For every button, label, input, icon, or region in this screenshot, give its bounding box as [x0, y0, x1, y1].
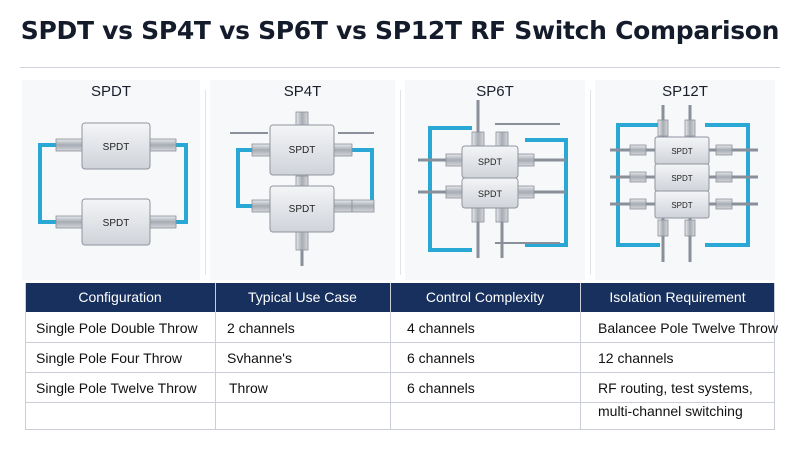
table-cell: Throw [229, 380, 268, 396]
table-cell: 6 channels [407, 350, 475, 366]
connector [445, 185, 463, 199]
table-cell: Svhanne's [227, 350, 292, 366]
table-cell: 4 channels [407, 320, 475, 336]
connector [715, 198, 733, 210]
box-label: SPDT [671, 147, 692, 156]
spdt-diagram: SPDT SPDT [38, 122, 188, 246]
page-title: SPDT vs SP4T vs SP6T vs SP12T RF Switch … [20, 16, 780, 45]
cable [236, 148, 262, 208]
connector [445, 153, 463, 167]
table-cell: Balancee Pole Twelve Throw [598, 320, 779, 336]
connector [629, 171, 647, 183]
connector [55, 138, 83, 152]
switch-box [81, 122, 151, 170]
column-header-complexity: Control Complexity [425, 289, 545, 305]
table-cell: Single Pole Double Throw [36, 320, 198, 336]
connector [517, 185, 535, 199]
connector [629, 198, 647, 210]
cable [428, 126, 472, 252]
connector [149, 215, 177, 229]
connector [295, 231, 309, 251]
switch-box [269, 185, 335, 233]
cable [616, 123, 660, 247]
box-label: SPDT [289, 145, 316, 156]
switch-box [269, 124, 335, 176]
box-label: SPDT [103, 218, 130, 229]
box-label: SPDT [671, 201, 692, 210]
connector [657, 119, 669, 137]
connector [149, 138, 177, 152]
panel-title-sp6t: SP6T [476, 83, 514, 100]
connector [517, 153, 535, 167]
panel-spdt [22, 80, 200, 280]
panel-separator [205, 90, 206, 275]
panel-separator [400, 90, 401, 275]
column-header-use-case: Typical Use Case [248, 289, 357, 305]
sp12t-diagram: SPDT SPDT SPDT [610, 105, 758, 262]
panel-title-sp4t: SP4T [283, 83, 322, 100]
connector [629, 144, 647, 156]
table-cell: 12 channels [598, 350, 674, 366]
sp6t-diagram: SPDT SPDT [418, 100, 568, 258]
column-header-configuration: Configuration [78, 289, 162, 305]
table-header [25, 283, 775, 312]
cable [160, 143, 188, 224]
box-label: SPDT [478, 189, 503, 199]
table-cell: 2 channels [227, 320, 295, 336]
box-label: SPDT [103, 142, 130, 153]
connector [657, 219, 669, 237]
switch-box [461, 177, 519, 209]
box-label: SPDT [478, 157, 503, 167]
connector [295, 111, 309, 127]
connector [55, 215, 83, 229]
table-cell: Single Pole Twelve Throw [36, 380, 197, 396]
title-divider [20, 67, 780, 68]
panel-title-spdt: SPDT [90, 83, 131, 100]
box-label: SPDT [289, 204, 316, 215]
cable [705, 123, 750, 247]
cable [38, 143, 70, 224]
panel-title-sp12t: SP12T [662, 83, 708, 100]
connector [715, 171, 733, 183]
connector [684, 219, 696, 237]
column-header-isolation: Isolation Requirement [609, 289, 746, 305]
comparison-table: Configuration Typical Use Case Control C… [25, 283, 779, 430]
connector [715, 144, 733, 156]
cable [342, 148, 374, 208]
connector [351, 199, 375, 213]
box-label: SPDT [671, 174, 692, 183]
switch-box [81, 198, 151, 246]
table-cell: multi-channel switching [598, 403, 743, 419]
table-cell: RF routing, test systems, [598, 380, 753, 396]
table-cell: 6 channels [407, 380, 475, 396]
sp4t-diagram: SPDT SPDT [230, 111, 375, 266]
switch-box [654, 190, 710, 219]
panel-separator [590, 90, 591, 275]
table-cell: Single Pole Four Throw [36, 350, 183, 366]
connector [684, 119, 696, 137]
